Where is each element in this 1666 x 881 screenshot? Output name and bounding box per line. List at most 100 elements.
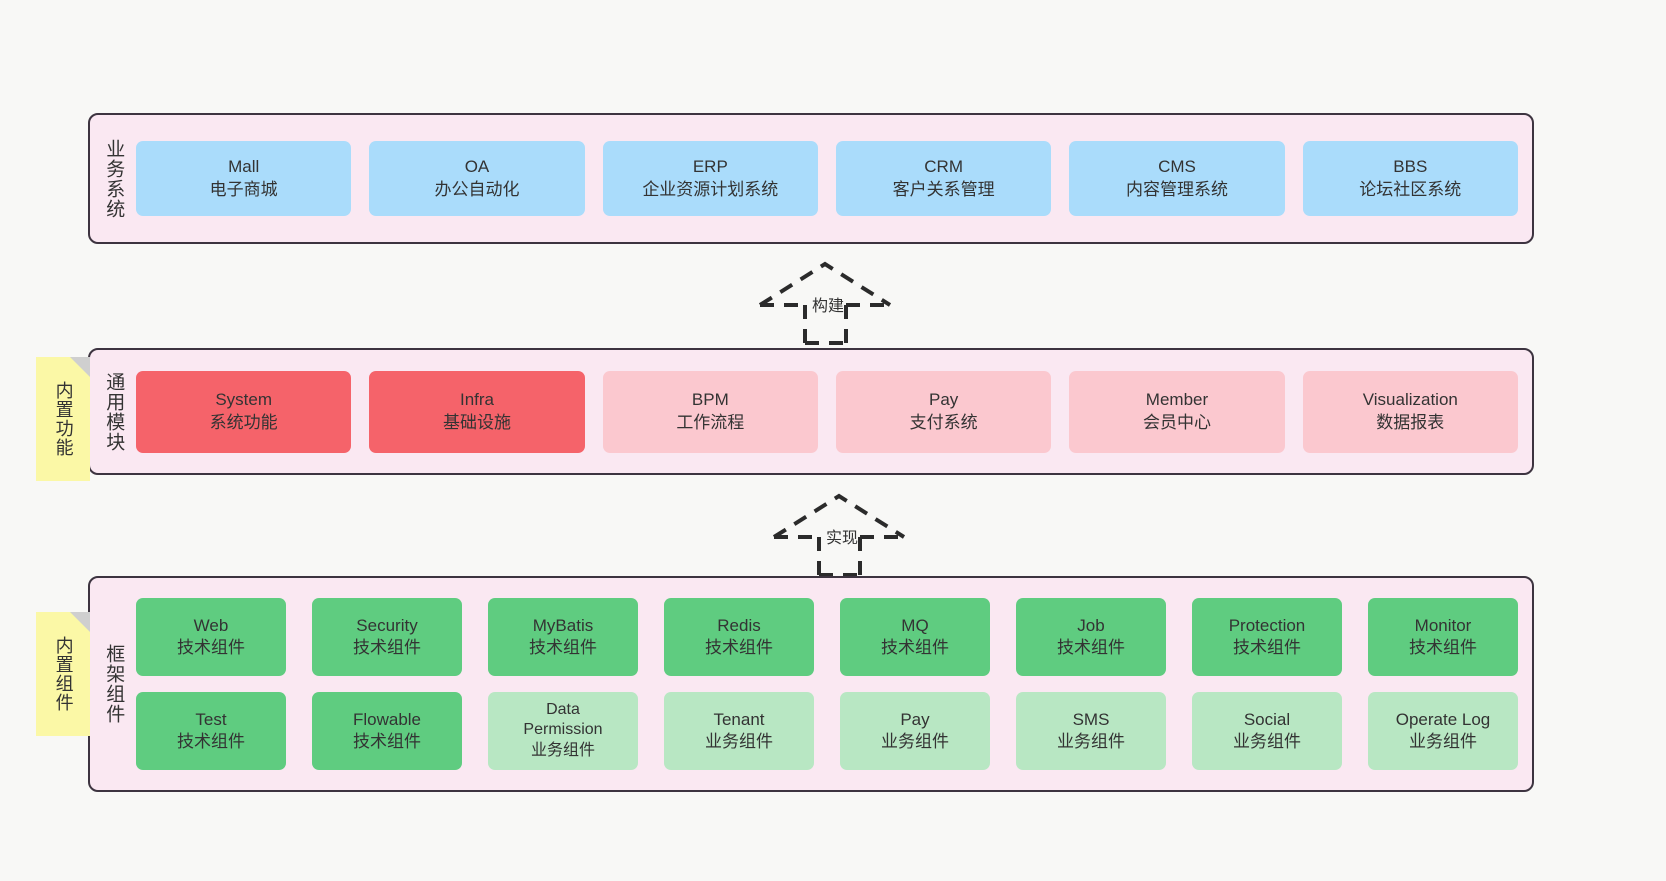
card-subtitle: 技术组件 <box>177 732 245 751</box>
card-data-permission[interactable]: Data Permission 业务组件 <box>488 692 638 770</box>
card-member[interactable]: Member 会员中心 <box>1069 370 1285 453</box>
note-label: 内置组件 <box>53 636 74 712</box>
card-title: Operate Log <box>1395 709 1491 729</box>
card-title: Job <box>1077 615 1105 635</box>
card-title: Tenant <box>713 709 765 729</box>
card-title: Web <box>193 615 229 635</box>
card-subtitle: 内容管理系统 <box>1125 179 1228 199</box>
card-monitor[interactable]: Monitor 技术组件 <box>1368 598 1518 676</box>
card-subtitle: 技术组件 <box>353 732 421 751</box>
card-infra[interactable]: Infra 基础设施 <box>369 370 585 453</box>
card-cms[interactable]: CMS 内容管理系统 <box>1069 141 1285 216</box>
connector-build: 构建 <box>752 258 912 346</box>
card-title: MQ <box>901 615 929 635</box>
card-title: Security <box>356 615 418 635</box>
card-security[interactable]: Security 技术组件 <box>312 598 462 676</box>
card-subtitle: 业务组件 <box>530 742 595 760</box>
card-bpm[interactable]: BPM 工作流程 <box>602 370 818 453</box>
card-pay-component[interactable]: Pay 业务组件 <box>840 692 990 770</box>
card-operate-log[interactable]: Operate Log 业务组件 <box>1368 692 1518 770</box>
card-title: Member <box>1145 390 1209 410</box>
card-row: Mall 电子商城 OA 办公自动化 ERP 企业资源计划系统 CRM 客户关系… <box>136 141 1518 216</box>
layer-business-system: 业务系统 Mall 电子商城 OA 办公自动化 ERP 企业资源计划系统 CRM… <box>88 113 1534 244</box>
connector-label-implement: 实现 <box>826 530 859 547</box>
card-visualization[interactable]: Visualization 数据报表 <box>1302 370 1518 453</box>
card-title: CMS <box>1158 157 1196 177</box>
card-job[interactable]: Job 技术组件 <box>1016 598 1166 676</box>
card-protection[interactable]: Protection 技术组件 <box>1192 598 1342 676</box>
card-title: Infra <box>459 390 494 410</box>
card-subtitle: 数据报表 <box>1376 412 1445 432</box>
card-subtitle: 论坛社区系统 <box>1359 179 1462 199</box>
card-title: BPM <box>691 390 729 410</box>
card-web[interactable]: Web 技术组件 <box>136 598 286 676</box>
connector-implement: 实现 <box>766 490 926 578</box>
card-subtitle: 客户关系管理 <box>892 179 995 199</box>
card-erp[interactable]: ERP 企业资源计划系统 <box>602 141 818 216</box>
layer-title-framework-component: 框架组件 <box>103 644 125 724</box>
card-subtitle: 技术组件 <box>529 638 597 657</box>
layer-title-business-system: 业务系统 <box>103 138 125 219</box>
dashed-generalization-arrow-icon <box>772 493 906 577</box>
card-social[interactable]: Social 业务组件 <box>1192 692 1342 770</box>
card-title: Visualization <box>1362 390 1458 410</box>
note-builtin-function: 内置功能 <box>36 357 90 481</box>
card-row: Test 技术组件 Flowable 技术组件 Data Permission … <box>136 692 1518 770</box>
card-crm[interactable]: CRM 客户关系管理 <box>835 141 1052 216</box>
note-label: 内置功能 <box>53 381 74 457</box>
card-title: SMS <box>1072 709 1110 729</box>
note-builtin-component: 内置组件 <box>36 612 90 736</box>
card-subtitle: 技术组件 <box>1057 638 1125 657</box>
card-title: CRM <box>924 157 963 177</box>
layer-body-common-module: System 系统功能 Infra 基础设施 BPM 工作流程 Pay 支付系统… <box>136 350 1532 473</box>
card-subtitle: 业务组件 <box>705 732 773 751</box>
card-title: Test <box>195 709 227 729</box>
card-subtitle: 工作流程 <box>676 412 745 432</box>
connector-label-build: 构建 <box>812 298 845 315</box>
card-subtitle: 业务组件 <box>1057 732 1125 751</box>
card-mybatis[interactable]: MyBatis 技术组件 <box>488 598 638 676</box>
card-redis[interactable]: Redis 技术组件 <box>664 598 814 676</box>
card-subtitle: 业务组件 <box>1233 732 1301 751</box>
card-subtitle: 系统功能 <box>209 412 278 432</box>
card-subtitle: 技术组件 <box>881 638 949 657</box>
card-tenant[interactable]: Tenant 业务组件 <box>664 692 814 770</box>
card-title: OA <box>464 157 490 177</box>
card-title: BBS <box>1393 157 1428 177</box>
card-subtitle: 技术组件 <box>705 638 773 657</box>
card-title: Redis <box>717 615 761 635</box>
card-title: ERP <box>692 157 728 177</box>
card-title: System <box>215 390 272 410</box>
layer-framework-component: 框架组件 Web 技术组件 Security 技术组件 MyBatis 技术组件… <box>88 576 1534 792</box>
layer-common-module: 通用模块 System 系统功能 Infra 基础设施 BPM 工作流程 Pay… <box>88 348 1534 475</box>
card-subtitle: 技术组件 <box>353 638 421 657</box>
card-test[interactable]: Test 技术组件 <box>136 692 286 770</box>
card-title: MyBatis <box>532 615 594 635</box>
card-title: Monitor <box>1414 615 1472 635</box>
card-subtitle: 办公自动化 <box>434 179 520 199</box>
card-oa[interactable]: OA 办公自动化 <box>369 141 585 216</box>
card-title: Mall <box>228 157 260 177</box>
layer-title-common-module: 通用模块 <box>103 371 125 452</box>
card-title: Data Permission <box>523 701 603 739</box>
card-subtitle: 业务组件 <box>1409 732 1477 751</box>
card-flowable[interactable]: Flowable 技术组件 <box>312 692 462 770</box>
card-mall[interactable]: Mall 电子商城 <box>136 141 352 216</box>
card-subtitle: 技术组件 <box>1409 638 1477 657</box>
card-subtitle: 业务组件 <box>881 732 949 751</box>
layer-body-business-system: Mall 电子商城 OA 办公自动化 ERP 企业资源计划系统 CRM 客户关系… <box>136 115 1532 242</box>
card-sms[interactable]: SMS 业务组件 <box>1016 692 1166 770</box>
card-pay-module[interactable]: Pay 支付系统 <box>835 370 1052 453</box>
card-subtitle: 企业资源计划系统 <box>642 179 779 199</box>
card-title: Pay <box>900 709 930 729</box>
card-subtitle: 会员中心 <box>1142 412 1211 432</box>
layer-body-framework-component: Web 技术组件 Security 技术组件 MyBatis 技术组件 Redi… <box>136 578 1532 790</box>
card-title: Protection <box>1228 615 1306 635</box>
card-system[interactable]: System 系统功能 <box>136 370 352 453</box>
dashed-generalization-arrow-icon <box>758 261 892 345</box>
card-subtitle: 基础设施 <box>442 412 511 432</box>
card-title: Social <box>1243 709 1291 729</box>
card-mq[interactable]: MQ 技术组件 <box>840 598 990 676</box>
card-bbs[interactable]: BBS 论坛社区系统 <box>1302 141 1518 216</box>
